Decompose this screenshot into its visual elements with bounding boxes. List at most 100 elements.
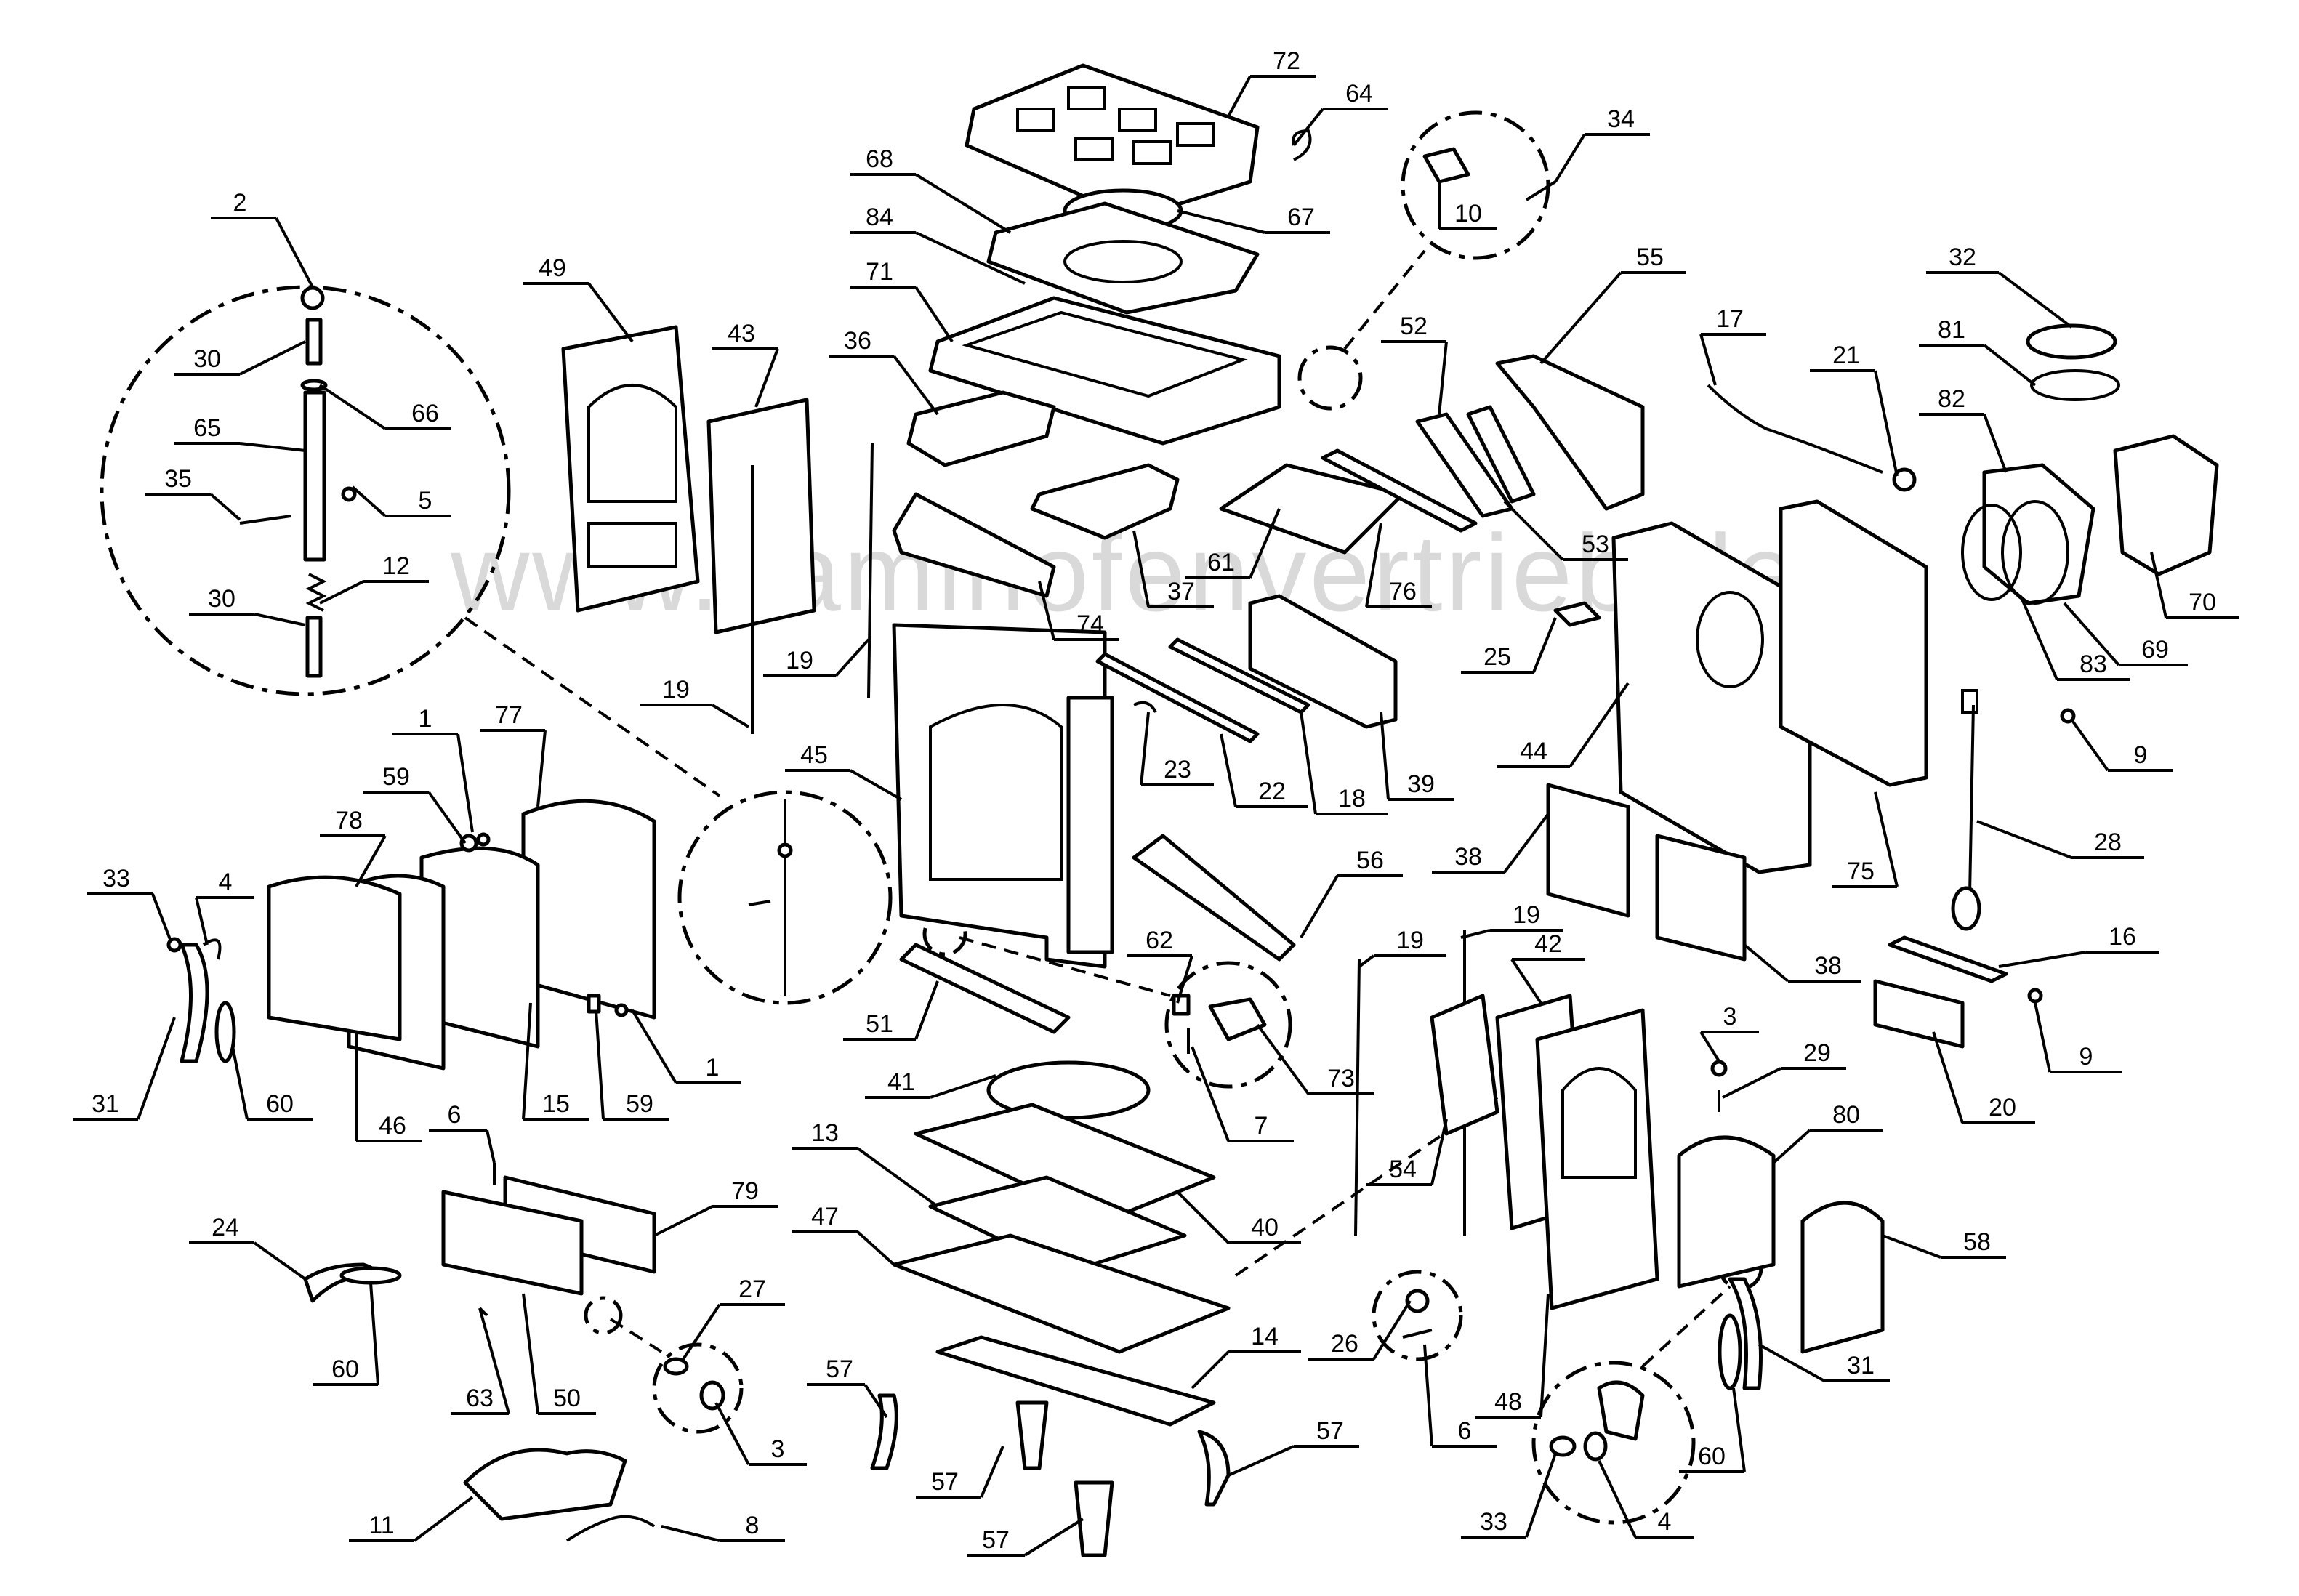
collar-32 <box>2026 323 2117 360</box>
callout-57: 57 <box>807 1355 888 1419</box>
callout-leader <box>318 384 387 430</box>
callout-label: 27 <box>738 1275 766 1303</box>
callout-label: 5 <box>419 487 432 515</box>
callout-leader <box>587 282 634 343</box>
bar-76 <box>1321 448 1478 533</box>
callout-19: 19 <box>763 638 870 677</box>
callout-leader <box>863 1383 888 1419</box>
callout-53: 53 <box>1503 500 1628 561</box>
callout-3: 3 <box>1699 1003 1759 1063</box>
callout-leader <box>893 355 939 416</box>
callout-12: 12 <box>319 552 429 605</box>
callout-41: 41 <box>865 1068 996 1099</box>
cover-70 <box>2113 434 2219 576</box>
callout-label: 33 <box>102 865 130 892</box>
callout-leader <box>1460 929 1491 939</box>
door-48 <box>1535 1008 1659 1310</box>
callout-label: 62 <box>1146 927 1173 954</box>
callout-label: 2 <box>233 189 247 217</box>
callout-22: 22 <box>1220 733 1308 808</box>
callout-leader <box>1997 271 2073 329</box>
callout-leader <box>2063 602 2120 666</box>
callout-label: 22 <box>1258 778 1286 805</box>
callout-label: 17 <box>1716 305 1744 333</box>
clip-23 <box>1133 701 1157 713</box>
callout-leader <box>137 1017 176 1120</box>
detail-circle-hinge-bottom <box>1531 1361 1696 1525</box>
ash-pan-11 <box>463 1448 627 1521</box>
callout-leader <box>1539 271 1622 365</box>
detail-circle-latch <box>1164 961 1292 1089</box>
callout-leader <box>1699 1031 1720 1063</box>
callout-leader <box>631 1009 677 1084</box>
callout-leader <box>1176 955 1193 1004</box>
callout-60: 60 <box>313 1282 379 1386</box>
callout-32: 32 <box>1926 243 2073 329</box>
detail-circle-small-left <box>584 1296 623 1335</box>
callout-leader <box>1976 820 2072 859</box>
rail-22 <box>1095 652 1260 743</box>
callout-label: 59 <box>382 763 410 791</box>
callout-56: 56 <box>1300 847 1403 939</box>
callout-leader <box>1300 874 1339 939</box>
callout-11: 11 <box>349 1496 474 1542</box>
callout-leader <box>1292 108 1324 147</box>
side-panel-75 <box>1779 499 1928 787</box>
callout-leader <box>1438 341 1448 415</box>
callout-label: 23 <box>1164 756 1191 783</box>
callout-60: 60 <box>231 1046 313 1121</box>
callout-label: 57 <box>931 1468 959 1496</box>
callout-label: 46 <box>379 1112 406 1140</box>
callout-leader <box>195 897 209 946</box>
callout-leader <box>427 791 467 845</box>
baffle-36 <box>906 390 1056 467</box>
callout-label: 66 <box>411 400 439 427</box>
callout-label: 38 <box>1454 843 1482 871</box>
callout-60: 60 <box>1679 1387 1746 1473</box>
brick-38-upper <box>1546 783 1630 918</box>
callout-leader <box>1430 1119 1448 1185</box>
callout-label: 1 <box>706 1054 720 1081</box>
callout-16: 16 <box>1998 923 2159 968</box>
callout-label: 48 <box>1494 1388 1522 1416</box>
callout-29: 29 <box>1722 1039 1846 1099</box>
pin-34 <box>1525 180 1557 201</box>
callout-4: 4 <box>195 868 254 946</box>
callout-label: 72 <box>1273 47 1300 75</box>
callout-1: 1 <box>631 1009 741 1084</box>
handle-cover-60-mid <box>339 1266 402 1285</box>
callout-label: 73 <box>1327 1065 1355 1092</box>
callout-47: 47 <box>792 1203 895 1266</box>
ring-69 <box>2001 500 2069 605</box>
callout-80: 80 <box>1772 1101 1883 1164</box>
callout-leader <box>1191 1046 1230 1142</box>
callout-label: 77 <box>495 701 523 729</box>
callout-label: 65 <box>193 414 221 442</box>
callout-label: 19 <box>662 676 690 704</box>
callout-leader <box>1732 1387 1746 1472</box>
callout-leader <box>1220 733 1237 807</box>
top-plate-72 <box>965 63 1260 220</box>
callout-label: 57 <box>826 1355 853 1383</box>
detail-circle-handle-mechanism <box>100 285 511 696</box>
callout-label: 52 <box>1400 313 1428 340</box>
callout-84: 84 <box>850 203 1026 285</box>
callout-51: 51 <box>843 980 939 1041</box>
callout-label: 12 <box>382 552 410 580</box>
rail-16 <box>1888 935 2008 983</box>
flue-outlet-82 <box>1982 463 2095 605</box>
callout-82: 82 <box>1919 385 2008 473</box>
detail-circle-door-rod <box>677 790 893 1005</box>
ball-21 <box>1892 467 1917 492</box>
callout-49: 49 <box>523 254 634 343</box>
callout-30: 30 <box>189 585 306 626</box>
callout-label: 38 <box>1814 952 1842 980</box>
callout-54: 54 <box>1366 1119 1448 1186</box>
callout-leader <box>209 493 241 521</box>
callout-leader <box>1874 370 1899 477</box>
callout-leader <box>1882 1234 1941 1259</box>
handle-mechanism <box>239 286 357 678</box>
callout-76: 76 <box>1365 523 1432 608</box>
callout-leader <box>275 217 314 288</box>
